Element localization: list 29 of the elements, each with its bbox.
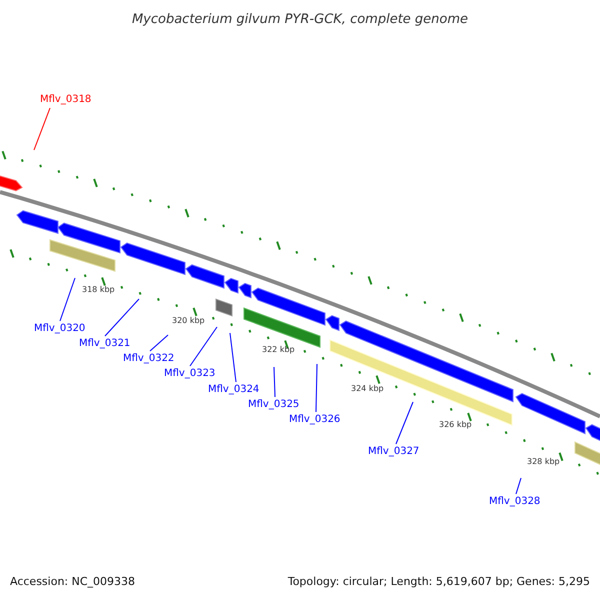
position-label: 320 kbp bbox=[172, 316, 205, 326]
gene-label: Mflv_0321 bbox=[79, 338, 130, 350]
leader-line bbox=[316, 364, 318, 412]
leader-line bbox=[274, 366, 276, 398]
leader-line bbox=[190, 326, 218, 366]
genome-info-text: Accession: NC_009338 bbox=[10, 574, 136, 590]
leader-line bbox=[516, 478, 522, 494]
leader-line bbox=[150, 334, 168, 352]
position-label: 324 kbp bbox=[351, 384, 384, 394]
position-label: 328 kbp bbox=[527, 457, 560, 467]
gene-label: Mflv_0327 bbox=[368, 446, 420, 458]
gene-label: Mflv_0318 bbox=[40, 94, 92, 106]
position-label: 326 kbp bbox=[439, 420, 472, 430]
gene-label: Mflv_0324 bbox=[208, 384, 260, 396]
leader-line bbox=[396, 402, 414, 444]
leader-line bbox=[60, 278, 76, 322]
leader-line bbox=[230, 332, 236, 382]
gene-label: Mflv_0328 bbox=[489, 496, 540, 508]
gene-label: Mflv_0320 bbox=[34, 323, 86, 335]
genome-info-text: Topology: circular; Length: 5,619,607 bp; Genes: 5,295 bbox=[288, 574, 590, 590]
position-label: 318 kbp bbox=[82, 285, 115, 295]
gene-label: Mflv_0326 bbox=[289, 414, 340, 426]
diagram-title: Mycobacterium gilvum PYR-GCK, complete genome bbox=[130, 11, 470, 29]
leader-line bbox=[34, 108, 50, 150]
position-label: 322 kbp bbox=[262, 345, 295, 355]
gene-label: Mflv_0322 bbox=[123, 353, 174, 365]
gene-label: Mflv_0325 bbox=[248, 399, 300, 411]
gene-label: Mflv_0323 bbox=[164, 368, 216, 380]
leader-line bbox=[104, 298, 140, 336]
